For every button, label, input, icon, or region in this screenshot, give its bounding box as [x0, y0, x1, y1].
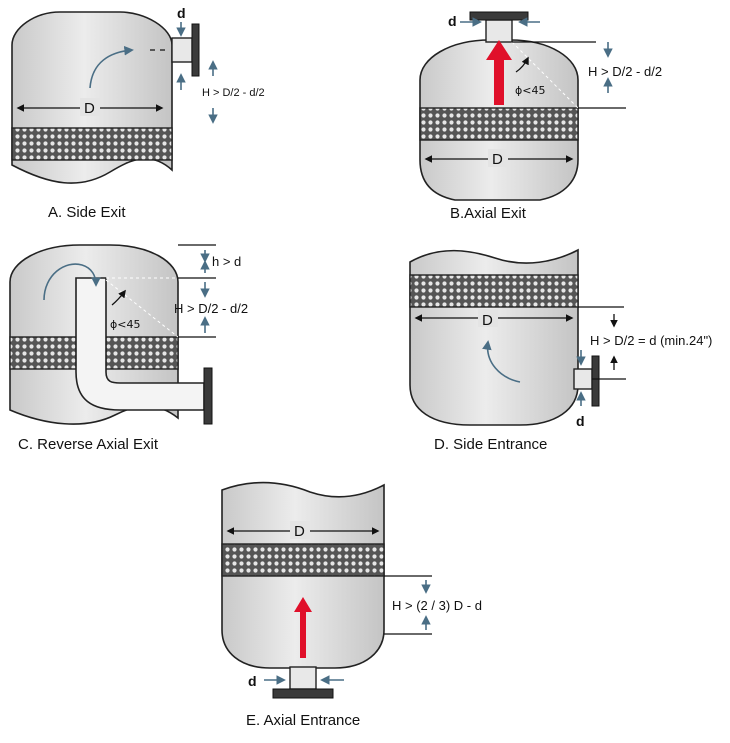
- top-nozzle-b: [485, 19, 513, 43]
- nozzle-d-label-b: d: [448, 13, 457, 29]
- mesh-pad-d: [410, 275, 578, 307]
- caption-b: B.Axial Exit: [450, 205, 527, 222]
- flow-arrow-d: [482, 340, 521, 383]
- angle-label-c: ɸ<45: [110, 318, 140, 331]
- mesh-pad-b: [420, 108, 578, 140]
- nozzle-d-label-e: d: [248, 673, 257, 689]
- diagram-b-axial-exit: ɸ<45 d H > D/2 - d/2 D B.Axial Exit: [419, 11, 662, 222]
- small-height-equation-c: h > d: [212, 254, 241, 269]
- diagram-d-side-entrance: D H > D/2 = d (min.24") d D. Side Entran…: [409, 248, 712, 453]
- height-equation-b: H > D/2 - d/2: [588, 64, 662, 79]
- flange-e: [272, 688, 334, 699]
- angle-label-b: ɸ<45: [515, 84, 545, 97]
- caption-c: C. Reverse Axial Exit: [18, 436, 159, 453]
- flow-arrow-a: [89, 45, 134, 89]
- diameter-label-e: D: [294, 523, 305, 540]
- mesh-pad-e: [222, 544, 384, 576]
- flow-arrow-c: [43, 263, 101, 301]
- diameter-label-a: D: [84, 100, 95, 117]
- flange-a: [191, 23, 200, 77]
- diagram-c-reverse-axial-exit: ɸ<45 h > d H > D/2 - d/2 C. Reverse Axia…: [9, 244, 248, 453]
- gas-arrow-e: [294, 597, 312, 658]
- side-nozzle-a: [171, 37, 193, 63]
- height-equation-c: H > D/2 - d/2: [174, 301, 248, 316]
- side-nozzle-d: [573, 368, 593, 390]
- bottom-nozzle-e: [289, 666, 317, 690]
- flange-c: [203, 367, 213, 425]
- nozzle-d-label-a: d: [177, 5, 186, 21]
- caption-a: A. Side Exit: [48, 204, 126, 221]
- mesh-pad-a: [12, 128, 172, 160]
- caption-e: E. Axial Entrance: [246, 712, 360, 729]
- height-equation-d: H > D/2 = d (min.24"): [590, 333, 712, 348]
- gas-arrow-b: [486, 40, 512, 105]
- diameter-label-d: D: [482, 312, 493, 329]
- diameter-label-b: D: [492, 151, 503, 168]
- height-equation-e: H > (2 / 3) D - d: [392, 598, 482, 613]
- height-equation-a: H > D/2 - d/2: [202, 87, 265, 99]
- flange-d: [591, 355, 600, 407]
- diagram-e-axial-entrance: D d H > (2 / 3) D - d E. Axial Entrance: [221, 481, 482, 729]
- caption-d: D. Side Entrance: [434, 436, 547, 453]
- diagram-a-side-exit: D d H > D/2 - d/2 A. Side Exit: [11, 5, 265, 221]
- flange-b: [469, 11, 529, 21]
- nozzle-d-label-d: d: [576, 413, 585, 429]
